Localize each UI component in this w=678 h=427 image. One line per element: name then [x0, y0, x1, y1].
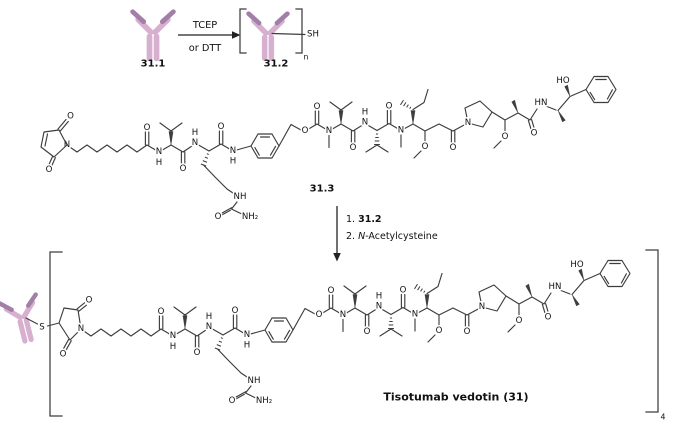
arrow-head	[232, 31, 241, 39]
reaction-arrow-2: 1. 31.2 2. N-Acetylcysteine	[333, 206, 438, 262]
atom-label-h: H	[192, 128, 198, 138]
reduced-antibody-31-2: SH n 31.2	[239, 8, 320, 70]
atom-label-n: N	[156, 147, 162, 157]
double-bonds	[144, 78, 613, 217]
atom-label-o: O	[531, 129, 538, 139]
atom-label-h: H	[230, 157, 236, 167]
step-1-label: 1. 31.2	[346, 214, 382, 225]
wedge-bond	[168, 131, 174, 146]
atom-label-ho: HO	[556, 76, 569, 86]
atom-label-n: N	[230, 146, 236, 156]
atom-label-o: O	[60, 350, 67, 360]
thiol-label: SH	[307, 30, 319, 40]
atom-label-o: O	[46, 165, 53, 175]
atom-label-o: O	[215, 212, 222, 222]
atom-label-n: N	[326, 126, 332, 136]
thiol-bond	[271, 32, 306, 36]
reaction-arrow-1: TCEP or DTT	[178, 20, 241, 54]
antibody-31-2	[249, 14, 288, 59]
atom-label-o: O	[350, 143, 357, 153]
bracket-right	[645, 249, 659, 413]
antibody-conjugated	[0, 295, 46, 345]
atom-label-hn: HN	[535, 98, 548, 108]
atom-label-o: O	[86, 296, 93, 306]
succinimide-carbonyls	[62, 302, 87, 351]
atom-label-o: O	[180, 164, 187, 174]
bond-lines	[66, 88, 587, 215]
antibody-31-1	[133, 12, 174, 59]
label-31-3: 31.3	[310, 184, 335, 195]
atom-label-o: O	[502, 132, 509, 142]
atom-label-nh: NH	[234, 192, 247, 202]
atom-label-o: O	[144, 123, 151, 133]
wedge-bond	[338, 110, 344, 125]
product-structure: 4 S O O Tisotumab vedotin (31)	[0, 249, 666, 422]
maleimide-ring	[40, 129, 68, 158]
atom-label-o: O	[67, 112, 74, 122]
atom-label-o: O	[218, 122, 225, 132]
atom-label-o: O	[450, 143, 457, 153]
label-31-2: 31.2	[264, 59, 289, 70]
arrow-head	[333, 253, 341, 262]
wedge-bond	[557, 110, 566, 123]
subscript-4: 4	[661, 413, 666, 422]
atom-label-o: O	[302, 126, 309, 136]
reagent-dtt: or DTT	[189, 43, 222, 54]
reagent-tcep: TCEP	[192, 20, 217, 31]
wedge-bond	[511, 99, 519, 114]
bracket-pair	[239, 8, 303, 54]
atom-label-o: O	[422, 142, 429, 152]
label-product: Tisotumab vedotin (31)	[383, 391, 528, 404]
ring-bonds	[250, 75, 617, 159]
hash-bonds	[200, 99, 412, 167]
maleimide-carbonyls	[48, 118, 69, 168]
atom-label-n: N	[465, 118, 471, 128]
succinimide-thioether-group: S O O	[25, 294, 94, 361]
maleimide-group: O O	[40, 110, 76, 177]
atom-label-s: S	[39, 323, 44, 333]
label-31-1: 31.1	[141, 59, 166, 70]
linker-mmae-structure: N O N H O H N NH O NH₂ O N H O O N O H N…	[62, 75, 617, 224]
atom-label-n: N	[398, 126, 404, 136]
thioether-bonds	[25, 317, 60, 327]
subscript-n: n	[304, 53, 309, 62]
atom-label-n: N	[362, 118, 368, 128]
linker-mmae-structure-conjugated	[76, 258, 632, 408]
succinimide-ring	[58, 307, 82, 341]
atom-label-o: O	[314, 102, 321, 112]
atom-label-n: N	[192, 138, 198, 148]
atom-label-o: O	[386, 102, 393, 112]
wedge-bond	[564, 84, 571, 97]
atom-label-nh2: NH₂	[242, 212, 258, 222]
bracket-left	[49, 251, 63, 417]
wedge-bond	[410, 110, 416, 125]
atom-label-h: H	[362, 108, 368, 118]
atom-label-h: H	[156, 158, 162, 168]
step-2-label: 2. N-Acetylcysteine	[346, 231, 438, 242]
